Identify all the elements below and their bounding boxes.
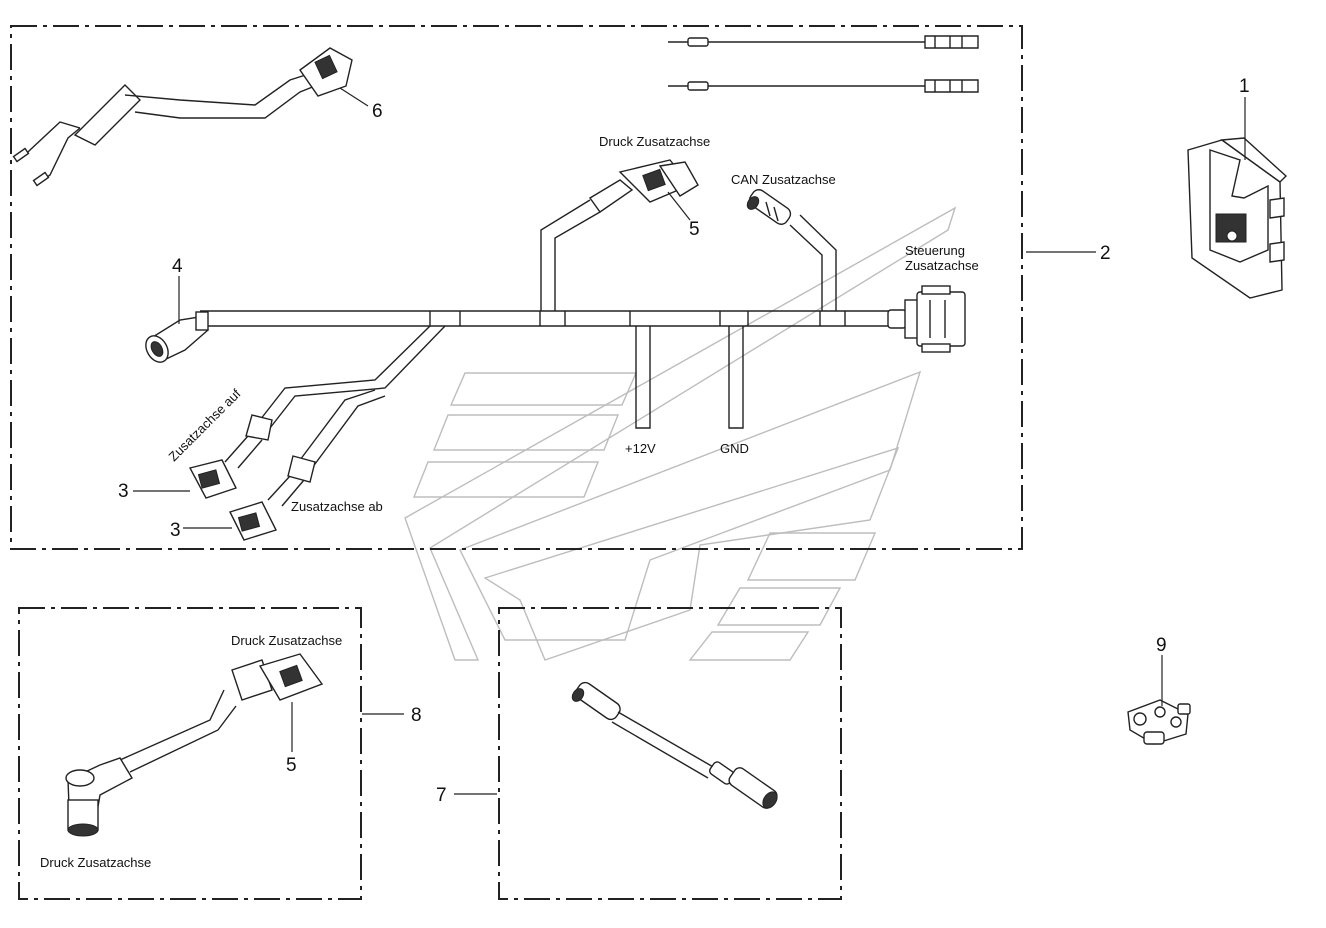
kit-8-sensor-cable bbox=[65, 653, 324, 837]
callout-4: 4 bbox=[172, 256, 183, 277]
label-gnd: GND bbox=[720, 441, 749, 456]
callout-5a: 5 bbox=[689, 219, 700, 240]
callout-7: 7 bbox=[436, 785, 447, 806]
cable-6 bbox=[12, 47, 353, 187]
control-unit-1 bbox=[1187, 137, 1288, 299]
connector-3-auf bbox=[188, 414, 273, 499]
pin-wires bbox=[668, 35, 979, 93]
main-harness bbox=[200, 199, 895, 469]
label-zusatzachse-ab: Zusatzachse ab bbox=[291, 499, 383, 514]
label-steuerung-2: Zusatzachse bbox=[905, 258, 979, 273]
callout-5b: 5 bbox=[286, 755, 297, 776]
label-druck-zusatzachse-kit-bottom: Druck Zusatzachse bbox=[40, 855, 151, 870]
kit-frame-2 bbox=[10, 25, 1023, 550]
label-druck-zusatzachse-main: Druck Zusatzachse bbox=[599, 134, 710, 149]
callout-9: 9 bbox=[1156, 635, 1167, 656]
connector-steuerung bbox=[887, 285, 966, 353]
kit-frame-8 bbox=[18, 607, 362, 900]
label-zusatzachse-auf: Zusatzachse auf bbox=[166, 386, 244, 464]
callout-6: 6 bbox=[372, 101, 383, 122]
callout-8: 8 bbox=[411, 705, 422, 726]
t-piece-9 bbox=[1127, 699, 1191, 745]
connector-3-ab bbox=[229, 455, 316, 541]
label-druck-zusatzachse-kit-top: Druck Zusatzachse bbox=[231, 633, 342, 648]
leader-lines bbox=[133, 87, 1246, 795]
callout-3b: 3 bbox=[170, 520, 181, 541]
callout-2: 2 bbox=[1100, 243, 1111, 264]
label-can-zusatzachse: CAN Zusatzachse bbox=[731, 172, 836, 187]
label-plus12v: +12V bbox=[625, 441, 656, 456]
connector-can bbox=[746, 189, 792, 225]
watermark-logo bbox=[404, 206, 957, 661]
kit-7-can-cable bbox=[571, 681, 778, 809]
callout-1: 1 bbox=[1239, 76, 1250, 97]
callout-3a: 3 bbox=[118, 481, 129, 502]
kit-frame-7 bbox=[498, 607, 842, 900]
connector-4 bbox=[145, 311, 209, 363]
connector-5-main bbox=[588, 159, 699, 213]
label-steuerung-1: Steuerung bbox=[905, 243, 965, 258]
